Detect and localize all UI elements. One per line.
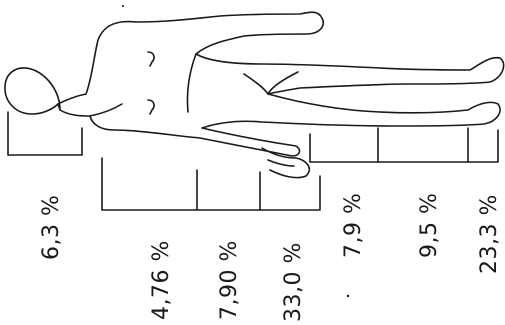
label-upper-arm: 4,76 % (149, 240, 174, 320)
label-forearm: 7,90 % (217, 240, 242, 320)
chest-mark-2 (148, 100, 154, 114)
segment-labels: 6,3 % 4,76 % 7,90 % 33,0 % 7,9 % 9,5 % 2… (39, 193, 502, 322)
speck-mark (122, 5, 124, 7)
speck-mark (347, 295, 349, 297)
hand-outline (262, 148, 309, 178)
leg-bracket (310, 130, 498, 162)
body-outline (5, 12, 504, 156)
label-shank: 9,5 % (417, 193, 442, 258)
label-thigh: 7,9 % (341, 193, 366, 258)
label-foot: 23,3 % (477, 194, 502, 274)
groin-line (244, 72, 298, 94)
human-figure (5, 12, 504, 177)
chest-mark-1 (148, 52, 154, 66)
label-trunk: 33,0 % (281, 242, 306, 322)
label-head: 6,3 % (39, 195, 64, 260)
neck-line (90, 104, 122, 116)
hand-finger (268, 160, 294, 166)
head-bracket (8, 112, 82, 155)
arm-line (187, 54, 196, 112)
